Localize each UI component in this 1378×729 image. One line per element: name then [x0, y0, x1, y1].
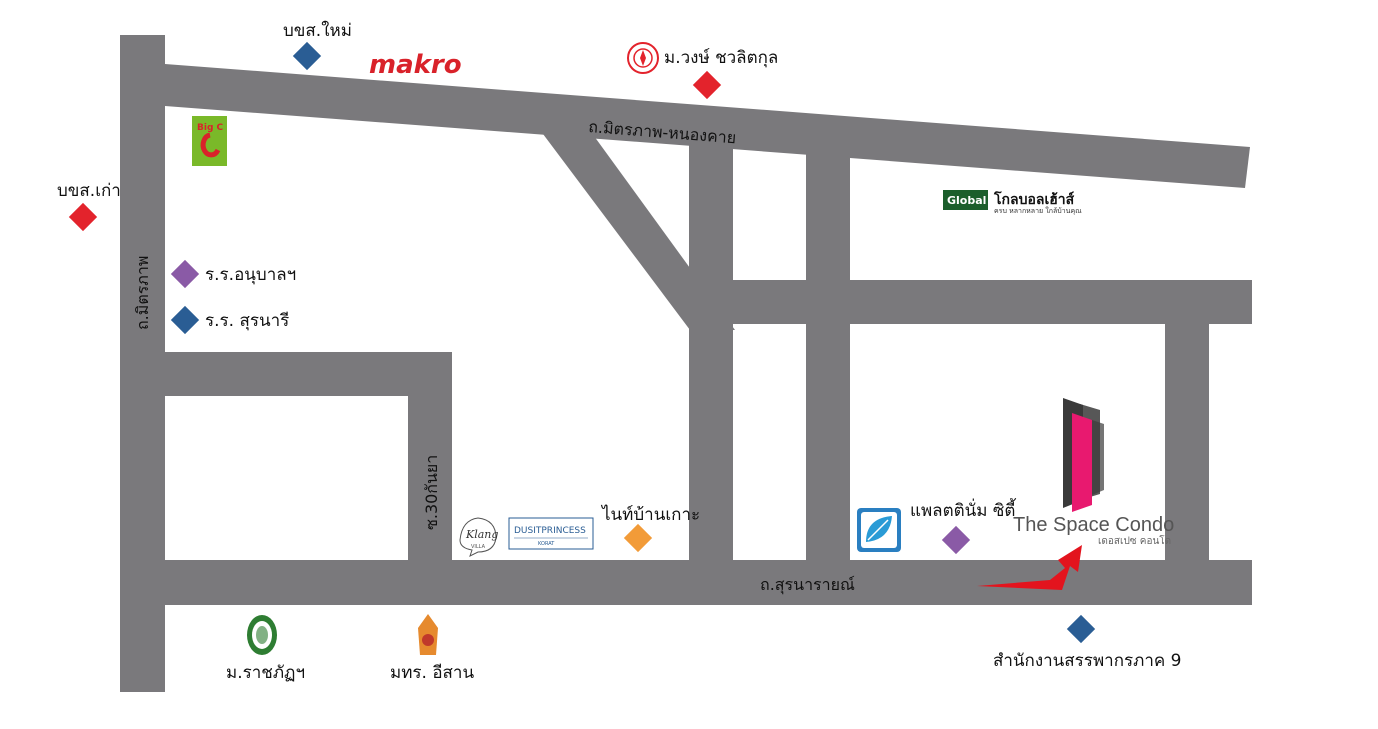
label-revenue-office: สำนักงานสรรพากรภาค 9 [993, 651, 1181, 671]
condo-subtitle: เดอสเปซ คอนโด [1098, 534, 1171, 547]
road-mittraphap-nongkhai [165, 64, 1250, 188]
label-bus-old: บขส.เก่า [57, 181, 121, 201]
platinum-city-logo [857, 508, 901, 552]
svg-text:DUSITPRINCESS: DUSITPRINCESS [514, 526, 586, 536]
diamond-marker-icon [941, 525, 971, 555]
svg-text:โกลบอลเฮ้าส์: โกลบอลเฮ้าส์ [993, 190, 1075, 208]
makro-logo: makro [369, 50, 462, 80]
road-horizontal-middle [689, 280, 1252, 324]
svg-text:VILLA: VILLA [471, 544, 486, 550]
road-label-west: ถ.มิตรภาพ [133, 256, 152, 330]
rmuti-seal-icon [418, 614, 438, 655]
diamond-marker-icon [623, 523, 653, 553]
road-vertical-east [1165, 280, 1209, 600]
label-anuban: ร.ร.อนุบาลฯ [205, 265, 296, 285]
diamond-marker-icon [170, 259, 200, 289]
road-soi-horizontal [120, 352, 451, 396]
rajabhat-seal-icon [247, 615, 277, 655]
diamond-marker-icon [692, 70, 722, 100]
roads-layer [120, 35, 1252, 692]
label-platinum-city: แพลตตินั่ม ซิตี้ [910, 498, 1017, 521]
label-night-market: ไนท์บ้านเกาะ [600, 504, 700, 525]
diamond-marker-icon [170, 305, 200, 335]
road-label-south: ถ.สุรนารายณ์ [760, 575, 855, 595]
road-vertical-1 [689, 140, 733, 580]
svg-text:Klang: Klang [465, 528, 498, 541]
diamond-marker-icon [68, 202, 98, 232]
svg-text:KORAT: KORAT [538, 541, 555, 547]
road-label-soi: ซ.30กันยา [422, 455, 441, 530]
road-suranarai [120, 560, 1252, 605]
svg-text:ครบ หลากหลาย ใกล้บ้านคุณ: ครบ หลากหลาย ใกล้บ้านคุณ [994, 206, 1082, 215]
label-bus-new: บขส.ใหม่ [283, 20, 352, 41]
klang-villa-logo: Klang VILLA [459, 517, 498, 557]
label-vongchavalitkul: ม.วงษ์ ชวลิตกุล [664, 48, 778, 68]
road-diagonal-branch [540, 130, 735, 330]
the-space-condo-logo [1063, 398, 1104, 512]
label-suranari: ร.ร. สุรนารี [205, 311, 289, 331]
label-rmuti: มทร. อีสาน [390, 663, 474, 683]
markers-layer: บขส.ใหม่ ม.วงษ์ ชวลิตกุล บขส.เก่า ร.ร.อน… [57, 20, 1181, 671]
road-soi-30-kanya [408, 352, 452, 582]
road-vertical-2 [806, 150, 850, 580]
label-rajabhat: ม.ราชภัฏฯ [226, 663, 305, 683]
condo-title: The Space Condo [1013, 514, 1174, 536]
vongchavalitkul-seal-icon [627, 42, 659, 74]
global-house-logo: Global โกลบอลเฮ้าส์ ครบ หลากหลาย ใกล้บ้า… [943, 190, 1082, 215]
diamond-marker-icon [292, 41, 322, 71]
diamond-marker-icon [1066, 614, 1096, 644]
svg-text:Global: Global [947, 194, 986, 207]
dusit-princess-logo: DUSITPRINCESS KORAT [508, 517, 594, 550]
bigc-logo: Big C [192, 116, 227, 166]
svg-text:Big C: Big C [197, 123, 224, 133]
arrow-icon [977, 545, 1082, 590]
